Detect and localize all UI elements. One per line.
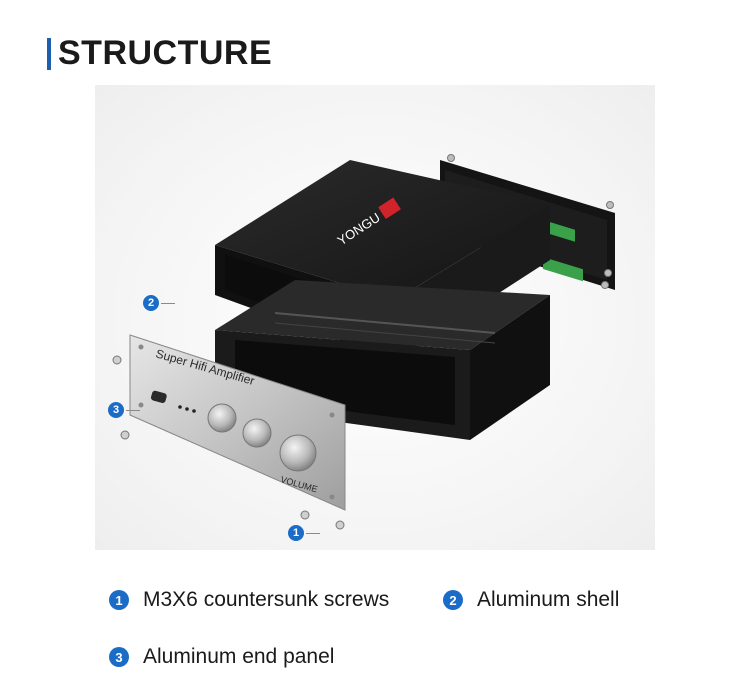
rear-screws <box>447 154 614 289</box>
callout-marker-3: 3 <box>108 402 124 418</box>
callout-marker-2: 2 <box>143 295 159 311</box>
legend-number-1: 1 <box>109 590 129 610</box>
legend-label-2: Aluminum shell <box>477 588 620 611</box>
legend-number-2: 2 <box>443 590 463 610</box>
title-accent-bar <box>47 37 51 70</box>
title-text: STRUCTURE <box>58 34 273 72</box>
callout-leader-2 <box>161 303 175 304</box>
legend-item-screws: 1 M3X6 countersunk screws <box>109 588 389 612</box>
callout-leader-3 <box>126 410 140 411</box>
legend-item-shell: 2 Aluminum shell <box>443 588 619 612</box>
callout-marker-1: 1 <box>288 525 304 541</box>
page-title: STRUCTURE <box>47 34 272 73</box>
legend-label-1: M3X6 countersunk screws <box>143 588 390 611</box>
legend-number-3: 3 <box>109 647 129 667</box>
front-screws <box>112 355 345 530</box>
exploded-view-figure: YONGU Super Hifi Amplifier VOLUME <box>95 85 655 550</box>
legend-label-3: Aluminum end panel <box>143 645 335 668</box>
legend-item-end-panel: 3 Aluminum end panel <box>109 645 334 669</box>
callout-leader-1 <box>306 533 320 534</box>
amplifier-exploded-illustration: YONGU Super Hifi Amplifier VOLUME <box>112 154 615 530</box>
